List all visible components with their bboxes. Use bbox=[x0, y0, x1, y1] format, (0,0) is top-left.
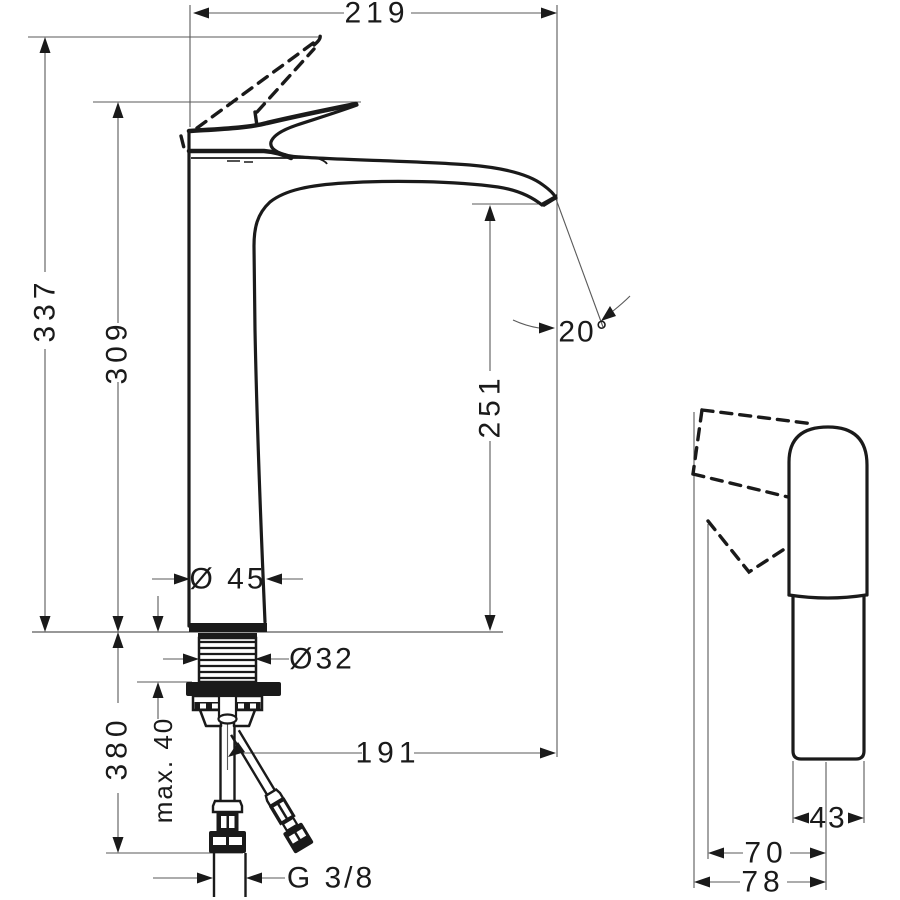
supply-hose-straight bbox=[209, 726, 247, 897]
dim-spout-reach: 191 bbox=[355, 737, 420, 770]
faucet-body-spout bbox=[187, 150, 558, 638]
dim-max-deck-thickness: max. 40 bbox=[148, 717, 178, 824]
dim-side-body-width: 43 bbox=[809, 802, 846, 835]
faucet-front-view bbox=[179, 32, 558, 897]
side-handle-seam bbox=[787, 593, 868, 600]
dim-connection-thread: G 3/8 bbox=[287, 862, 375, 895]
dim-side-depth-total: 78 bbox=[741, 866, 784, 899]
handle-lever bbox=[186, 101, 359, 165]
side-body bbox=[791, 595, 866, 761]
side-handle-dome bbox=[787, 425, 869, 597]
dim-hose-length: 380 bbox=[101, 715, 134, 780]
mounting-shank bbox=[186, 636, 281, 728]
dim-side-depth-front: 70 bbox=[744, 837, 787, 870]
dim-handle-height: 309 bbox=[101, 319, 134, 384]
extension-lines bbox=[28, 5, 865, 890]
dim-spout-angle: 20° bbox=[558, 316, 609, 349]
dim-overall-width: 219 bbox=[344, 0, 409, 30]
supply-hose-angled bbox=[230, 729, 314, 854]
dim-overall-height: 337 bbox=[29, 277, 62, 342]
hose-check-valve bbox=[209, 831, 246, 853]
dimension-lines bbox=[44, 12, 810, 883]
faucet-base bbox=[189, 623, 267, 632]
side-handle-raised-dashed bbox=[691, 408, 816, 575]
mounting-washer bbox=[186, 682, 281, 696]
g38-nipple bbox=[212, 853, 247, 897]
dim-base-diameter: Ø 45 bbox=[189, 563, 266, 596]
dimension-labels: 219 337 309 251 20° Ø 45 Ø32 380 max. 40… bbox=[29, 0, 846, 899]
faucet-side-view bbox=[691, 408, 869, 761]
dim-shank-diameter: Ø32 bbox=[289, 643, 355, 676]
handle-raised-dashed bbox=[179, 32, 322, 154]
dim-spout-outlet-height: 251 bbox=[474, 373, 507, 438]
